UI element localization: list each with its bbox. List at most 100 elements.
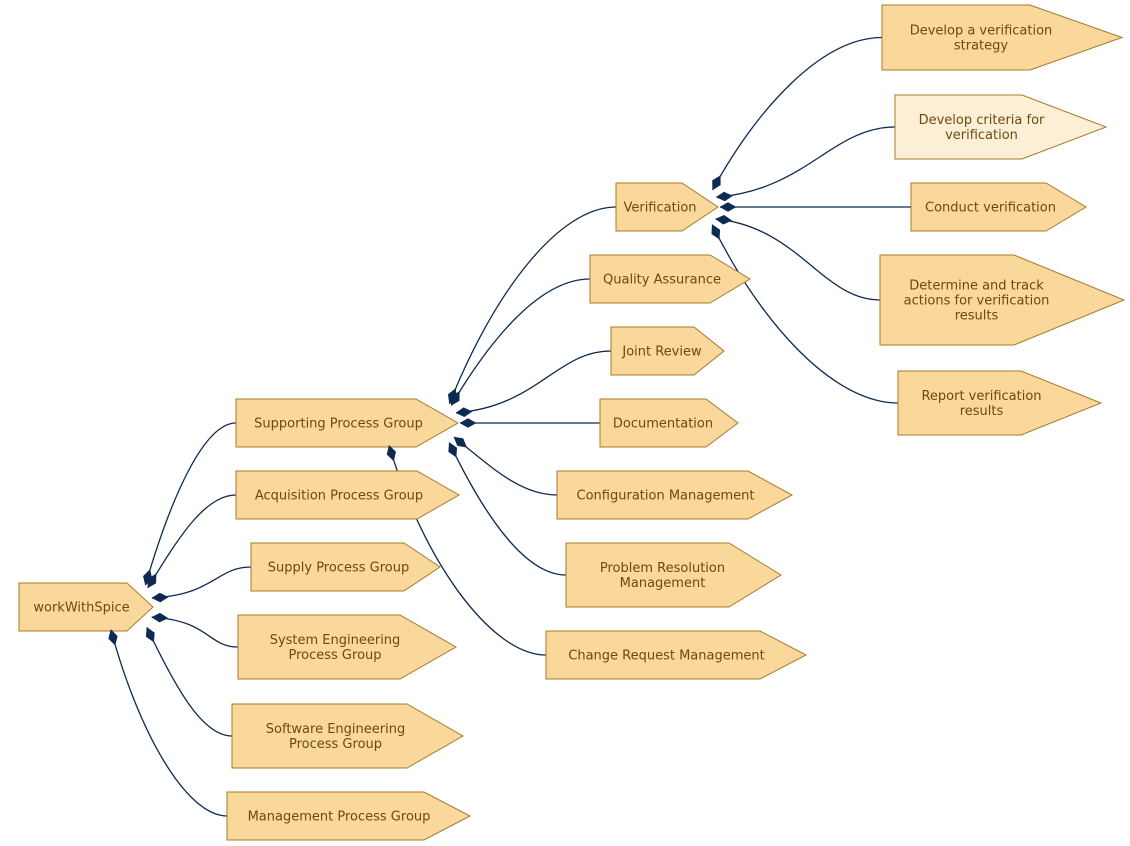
node-label: Process Group <box>289 737 382 752</box>
composition-diamond <box>715 214 733 225</box>
node-acq[interactable]: Acquisition Process Group <box>235 470 461 520</box>
node-label: Change Request Management <box>568 649 764 664</box>
node-shape <box>565 542 782 608</box>
node-label: Management Process Group <box>248 810 431 825</box>
edge-support-to-qa <box>450 278 591 406</box>
nodes-layer: workWithSpice Supporting Process GroupAcq… <box>18 4 1126 841</box>
node-label: Software Engineering <box>266 722 405 737</box>
node-shape <box>881 4 1124 71</box>
composition-diamond <box>386 444 396 462</box>
node-shape <box>231 703 465 769</box>
edge-verif-to-v-strategy <box>712 36 883 191</box>
composition-diamond <box>147 573 157 589</box>
node-supply[interactable]: Supply Process Group <box>250 542 441 592</box>
composition-diamond <box>448 442 458 458</box>
node-label: Supporting Process Group <box>254 417 423 432</box>
edge-root-to-mgmt <box>110 629 228 817</box>
edge-verif-to-v-report <box>711 224 899 404</box>
edge-root-to-supply <box>152 566 252 599</box>
node-label: Conduct verification <box>925 201 1056 216</box>
composition-diamond <box>711 224 721 240</box>
diamonds-layer <box>108 175 737 646</box>
edge-support-to-joint <box>455 350 612 414</box>
node-label: verification <box>945 128 1018 143</box>
node-shape <box>610 326 725 376</box>
composition-diamond <box>453 436 467 448</box>
node-doc[interactable]: Documentation <box>599 398 739 448</box>
composition-diamond <box>151 612 169 623</box>
node-change[interactable]: Change Request Management <box>545 630 808 680</box>
composition-diamond <box>145 627 155 643</box>
composition-diamond <box>455 407 473 417</box>
edges-layer <box>110 36 911 817</box>
node-shape <box>250 542 441 592</box>
node-label: results <box>960 404 1004 419</box>
node-shape <box>894 94 1108 160</box>
edge-verif-to-v-criteria <box>716 126 896 198</box>
node-label: Verification <box>623 201 696 216</box>
node-shape <box>237 614 458 680</box>
node-shape <box>879 254 1126 346</box>
node-label: Acquisition Process Group <box>255 489 423 504</box>
edge-support-to-verif <box>448 206 617 404</box>
composition-diamond <box>715 191 733 202</box>
node-shape <box>556 470 794 520</box>
node-shape <box>235 398 460 448</box>
composition-diamond <box>151 592 169 603</box>
edge-root-to-sweng <box>146 627 233 737</box>
node-label: Documentation <box>613 417 713 432</box>
node-shape <box>897 370 1103 436</box>
edge-root-to-support <box>144 422 237 586</box>
node-label: Problem Resolution <box>600 561 725 576</box>
node-label: results <box>955 309 999 324</box>
composition-diamond <box>450 391 460 406</box>
node-shape <box>589 254 751 304</box>
node-shape <box>545 630 808 680</box>
composition-diamond <box>712 175 721 191</box>
node-shape <box>226 791 472 841</box>
node-shape <box>18 582 154 632</box>
node-label: actions for verification <box>904 294 1050 309</box>
node-label: Determine and track <box>909 279 1044 294</box>
edge-root-to-syseng <box>151 616 239 648</box>
node-label: Quality Assurance <box>603 273 721 288</box>
edge-verif-to-v-determine <box>715 218 881 301</box>
node-label: Configuration Management <box>577 489 755 504</box>
node-shape <box>910 182 1087 232</box>
composition-diamond <box>719 202 737 212</box>
node-verif[interactable]: Verification <box>615 182 719 232</box>
composition-diamond <box>108 629 118 646</box>
node-label: System Engineering <box>270 633 401 648</box>
node-label: strategy <box>954 39 1009 54</box>
composition-diamond <box>459 418 477 428</box>
node-label: Develop a verification <box>910 24 1053 39</box>
node-label: Report verification <box>921 389 1041 404</box>
node-qa[interactable]: Quality Assurance <box>589 254 751 304</box>
edge-support-to-config <box>453 436 558 496</box>
node-label: Process Group <box>288 648 381 663</box>
edge-support-to-problem <box>448 442 567 576</box>
node-root[interactable]: workWithSpice <box>18 582 154 632</box>
node-label: Management <box>620 576 706 591</box>
node-joint[interactable]: Joint Review <box>610 326 725 376</box>
node-support[interactable]: Supporting Process Group <box>235 398 460 448</box>
node-label: workWithSpice <box>33 601 129 616</box>
edge-root-to-acq <box>147 494 237 589</box>
node-mgmt[interactable]: Management Process Group <box>226 791 472 841</box>
node-v-conduct[interactable]: Conduct verification <box>910 182 1087 232</box>
node-label: Supply Process Group <box>268 561 409 576</box>
node-shape <box>235 470 461 520</box>
node-label: Joint Review <box>621 345 702 360</box>
node-config[interactable]: Configuration Management <box>556 470 794 520</box>
node-label: Develop criteria for <box>919 113 1045 128</box>
node-shape <box>599 398 739 448</box>
node-shape <box>615 182 719 232</box>
